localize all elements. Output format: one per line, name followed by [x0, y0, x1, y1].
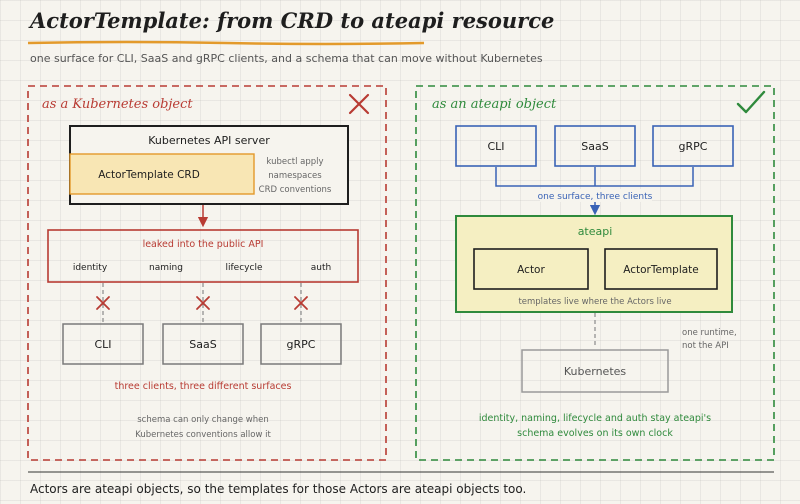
right-caption-1: identity, naming, lifecycle and auth sta…	[479, 413, 711, 424]
right-client-saas: SaaS	[581, 140, 608, 153]
concern-identity: identity	[73, 263, 108, 273]
left-client-saas: SaaS	[189, 338, 216, 351]
left-client-saas-box	[162, 323, 244, 365]
ateapi-label: ateapi	[578, 225, 613, 238]
blocked-cross-icons	[96, 296, 308, 310]
left-client-cli: CLI	[94, 338, 111, 351]
left-client-grpc-box	[260, 323, 342, 365]
right-client-cli: CLI	[487, 140, 504, 153]
left-client-grpc: gRPC	[287, 338, 316, 351]
page-title: ActorTemplate: from CRD to ateapi resour…	[30, 8, 555, 33]
actor-template-box	[604, 248, 718, 290]
kubernetes-box	[521, 349, 669, 393]
schema-note-2: Kubernetes conventions allow it	[135, 430, 271, 440]
subtitle: one surface for CLI, SaaS and gRPC clien…	[30, 52, 543, 65]
title-underline	[27, 40, 425, 46]
surface-label-bg	[540, 189, 652, 202]
cross-mark-icon	[348, 93, 370, 115]
right-caption-2: schema evolves on its own clock	[517, 428, 673, 439]
right-client-saas-box	[554, 125, 636, 167]
actor-box	[473, 248, 589, 290]
convention-2: namespaces	[268, 171, 322, 181]
crd-label: ActorTemplate CRD	[98, 169, 200, 181]
concern-auth: auth	[311, 263, 331, 273]
templates-note: templates live where the Actors live	[518, 297, 671, 307]
check-mark-icon	[736, 90, 766, 114]
crd-box	[69, 153, 255, 195]
kubernetes-label: Kubernetes	[564, 365, 627, 378]
concern-naming: naming	[149, 263, 183, 273]
left-clients-caption: three clients, three different surfaces	[115, 381, 292, 392]
leaked-box	[47, 229, 359, 283]
footer-note: Actors are ateapi objects, so the templa…	[30, 482, 527, 496]
surface-connectors	[495, 167, 694, 187]
api-server-label: Kubernetes API server	[148, 134, 270, 147]
ateapi-box	[455, 215, 733, 313]
surface-label: one surface, three clients	[538, 192, 653, 202]
convention-1: kubectl apply	[266, 157, 323, 167]
convention-3: CRD conventions	[259, 185, 332, 195]
concern-lifecycle: lifecycle	[226, 263, 263, 273]
right-panel	[415, 85, 775, 461]
actor-template-label: ActorTemplate	[623, 264, 699, 276]
right-panel-heading: as an ateapi object	[432, 97, 557, 112]
actor-label: Actor	[517, 264, 545, 276]
left-panel	[27, 85, 387, 461]
runtime-note-2: not the API	[682, 341, 729, 351]
right-client-cli-box	[455, 125, 537, 167]
leaked-label: leaked into the public API	[143, 239, 264, 250]
right-client-grpc: gRPC	[679, 140, 708, 153]
runtime-note-1: one runtime,	[682, 328, 737, 338]
left-client-cli-box	[62, 323, 144, 365]
left-panel-heading: as a Kubernetes object	[42, 97, 193, 112]
schema-note-1: schema can only change when	[137, 415, 269, 425]
right-client-grpc-box	[652, 125, 734, 167]
